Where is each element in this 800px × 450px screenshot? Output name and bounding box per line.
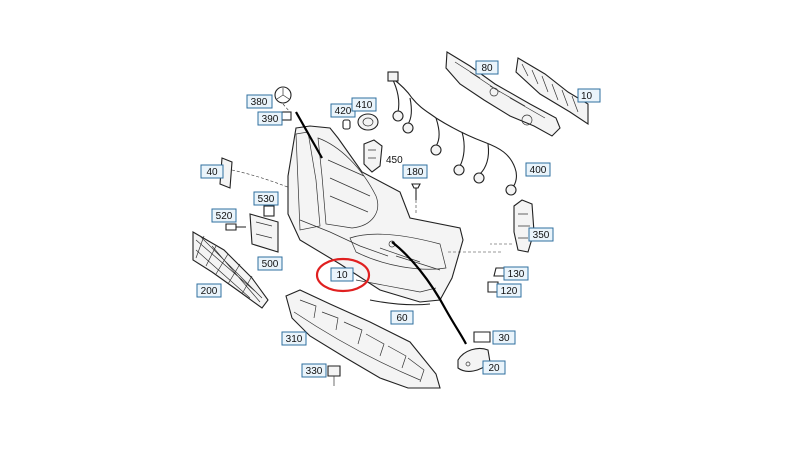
callout-390: 390	[257, 111, 283, 126]
part-310-underbody-panel	[285, 289, 441, 389]
callout-530: 530	[253, 191, 279, 206]
callout-60: 60	[390, 310, 414, 325]
callout-520: 520	[211, 208, 237, 223]
part-180-screw	[411, 183, 421, 215]
svg-text:80: 80	[481, 63, 493, 74]
svg-text:520: 520	[216, 211, 233, 222]
leader-arrows	[295, 111, 502, 345]
svg-text:400: 400	[530, 165, 547, 176]
callout-30: 30	[492, 330, 516, 345]
part-30-cover-bracket	[473, 331, 491, 343]
callout-350: 350	[528, 227, 554, 242]
part-520-bolt	[225, 223, 246, 231]
part-200-lower-grille	[192, 231, 269, 309]
part-420-sensor-ring	[342, 119, 351, 130]
svg-text:450: 450	[386, 155, 403, 166]
svg-text:380: 380	[251, 97, 268, 108]
svg-text:20: 20	[488, 363, 500, 374]
svg-text:350: 350	[533, 230, 550, 241]
callout-380: 380	[246, 94, 273, 109]
svg-text:330: 330	[306, 366, 323, 377]
part-100-trim-strip	[515, 57, 589, 126]
svg-text:410: 410	[356, 100, 373, 111]
callout-10: 10	[330, 267, 354, 282]
svg-text:30: 30	[498, 333, 510, 344]
callout-500: 500	[257, 256, 283, 271]
svg-text:10: 10	[336, 270, 348, 281]
svg-text:530: 530	[258, 194, 275, 205]
callout-20: 20	[482, 360, 506, 375]
part-400-wiring-harness	[387, 71, 517, 196]
part-380-star-emblem	[274, 86, 292, 113]
part-500-license-plate-bracket	[249, 213, 279, 253]
callout-420: 420	[330, 103, 356, 118]
svg-text:310: 310	[286, 334, 303, 345]
callout-40: 40	[200, 164, 224, 179]
part-530-plate-clip	[263, 205, 275, 217]
svg-text:180: 180	[407, 167, 424, 178]
svg-text:120: 120	[501, 286, 518, 297]
callout-100: 10	[577, 88, 601, 103]
callout-410: 410	[351, 97, 377, 112]
svg-text:10: 10	[581, 91, 593, 102]
callout-80: 80	[475, 60, 499, 75]
highlight-ring	[315, 257, 371, 293]
callout-200: 200	[196, 283, 222, 298]
svg-text:420: 420	[335, 106, 352, 117]
callout-310: 310	[281, 331, 307, 346]
part-80-upper-bracket	[445, 51, 561, 137]
part-330-clip	[327, 365, 341, 386]
callout-330: 330	[301, 363, 327, 378]
callout-400: 400	[525, 162, 551, 177]
callout-120: 120	[496, 283, 522, 298]
callout-450: 450	[386, 155, 403, 166]
svg-text:500: 500	[262, 259, 279, 270]
callout-130: 130	[503, 266, 529, 281]
part-10-bumper-cover	[287, 125, 464, 303]
svg-text:40: 40	[206, 167, 218, 178]
callout-180: 180	[402, 164, 428, 179]
part-450-sensor-bracket	[363, 139, 383, 173]
svg-text:60: 60	[396, 313, 408, 324]
svg-text:200: 200	[201, 286, 218, 297]
svg-text:130: 130	[508, 269, 525, 280]
svg-text:390: 390	[262, 114, 279, 125]
part-60-trim-strip	[369, 299, 431, 306]
part-410-parking-sensor	[357, 113, 379, 131]
